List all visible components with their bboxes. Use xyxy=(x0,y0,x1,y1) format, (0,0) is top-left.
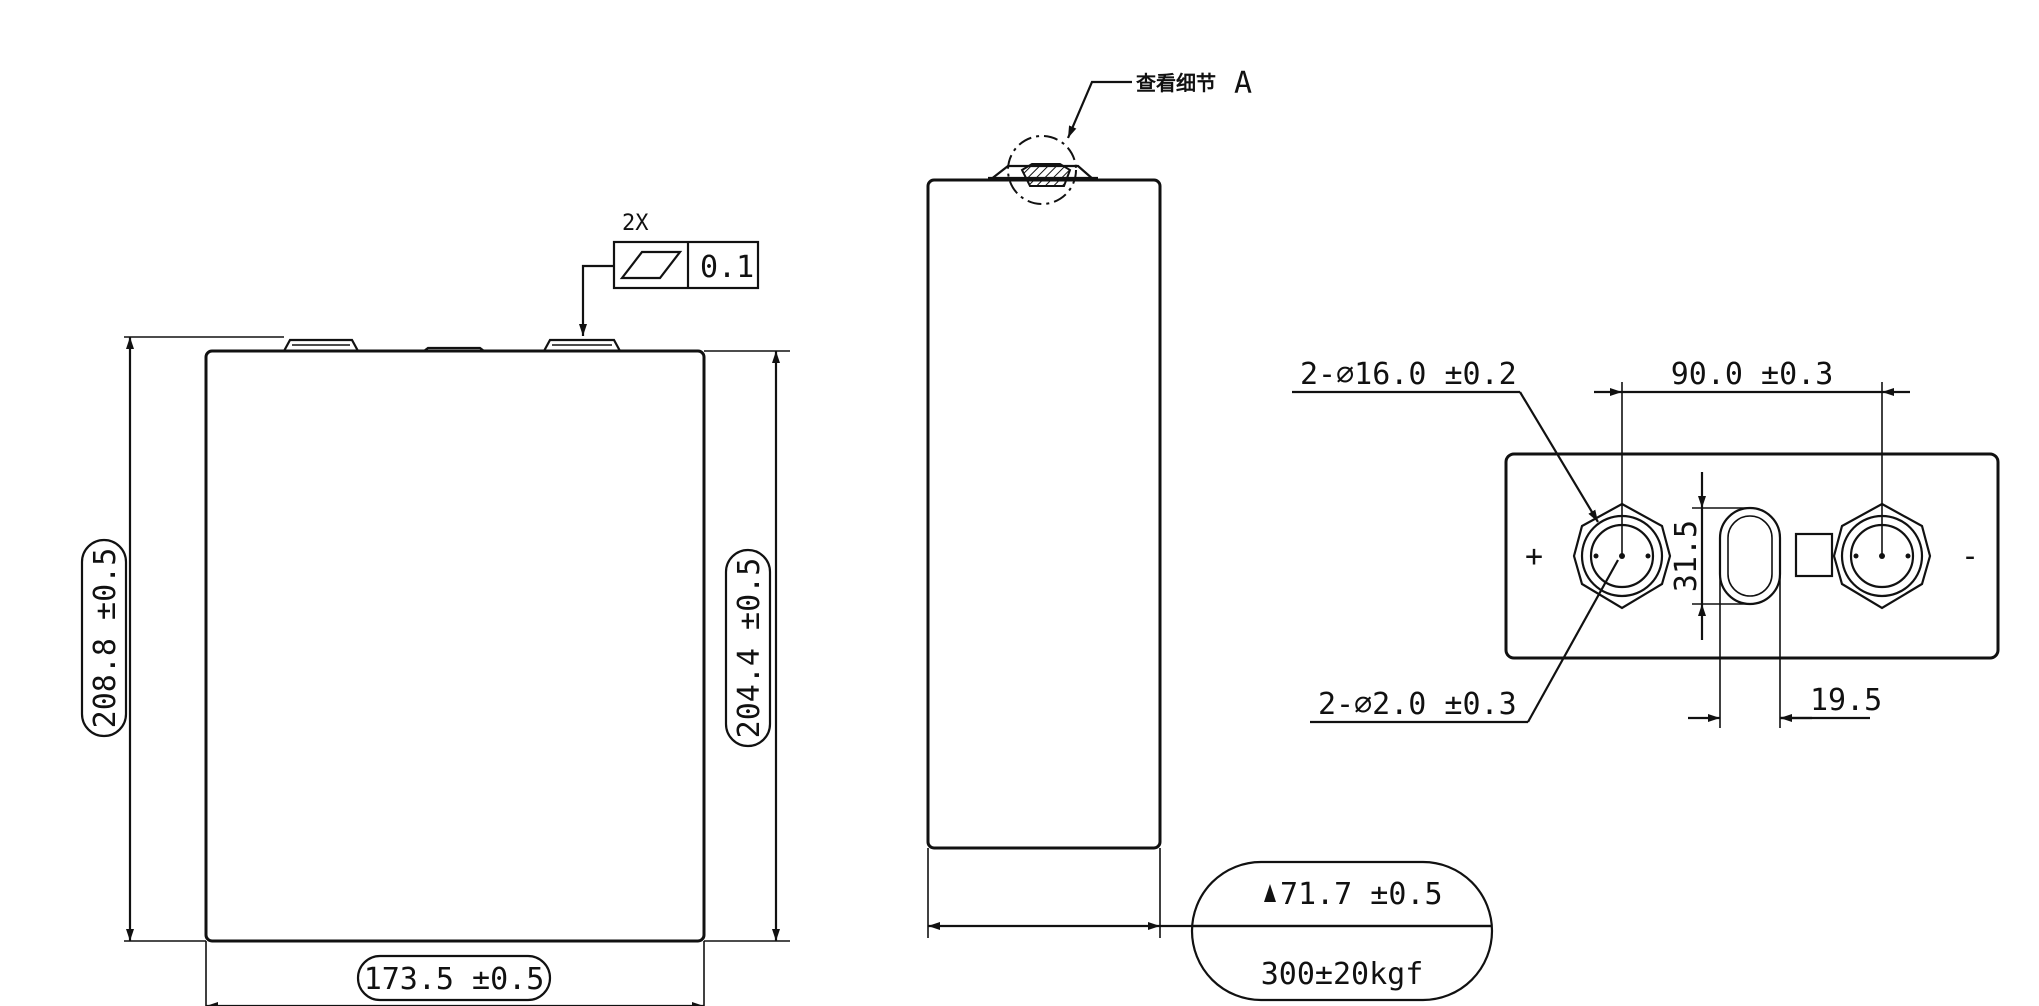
top-cell-body xyxy=(1504,452,2000,660)
terminal-spacing-label: 90.0 ±0.3 xyxy=(1671,357,1834,392)
vent-oval xyxy=(1718,506,1782,606)
thickness-marker-icon xyxy=(1264,884,1276,902)
total-height-label: 208.8 ±0.5 xyxy=(88,548,123,729)
flatness-icon xyxy=(619,250,683,280)
body-height-label: 204.4 ±0.5 xyxy=(732,558,767,739)
flatness-leader xyxy=(579,264,614,336)
code-square xyxy=(1794,532,1834,578)
thickness-callout xyxy=(1190,860,1494,1002)
front-terminal-right xyxy=(543,338,621,352)
vent-height-label: 31.5 xyxy=(1669,520,1704,592)
pin-diameter-label: 2-∅2.0 ±0.3 xyxy=(1318,687,1517,722)
front-cell-body xyxy=(204,349,706,943)
front-view: 2X 0.1 208.8 ±0.5 204.4 ±0.5 173.5 ±0.5 xyxy=(80,211,790,1006)
top-view: + - 90.0 ±0.3 xyxy=(1292,357,2000,728)
vent-width-label: 19.5 xyxy=(1810,683,1882,718)
pin-diameter-leader xyxy=(1527,559,1619,723)
side-cell-body xyxy=(926,178,1162,850)
positive-mark: + xyxy=(1525,539,1543,574)
front-vent xyxy=(423,346,485,352)
negative-mark: - xyxy=(1961,539,1979,574)
terminal-diameter-label: 2-∅16.0 ±0.2 xyxy=(1300,357,1517,392)
flatness-value: 0.1 xyxy=(700,250,754,285)
flatness-count: 2X xyxy=(622,211,649,236)
detail-label: A xyxy=(1234,66,1252,101)
thickness-label: 71.7 ±0.5 xyxy=(1280,877,1443,912)
width-label: 173.5 ±0.5 xyxy=(364,962,545,997)
detail-circle xyxy=(1007,135,1077,205)
terminal-diameter-leader xyxy=(1519,391,1599,523)
clamp-force-label: 300±20kgf xyxy=(1261,957,1424,992)
front-terminal-left xyxy=(283,338,359,352)
detail-leader xyxy=(1066,80,1132,139)
side-view: 查看细节 A 71.7 ±0.5 300±20kgf xyxy=(926,66,1494,1002)
detail-note: 查看细节 xyxy=(1136,71,1216,95)
